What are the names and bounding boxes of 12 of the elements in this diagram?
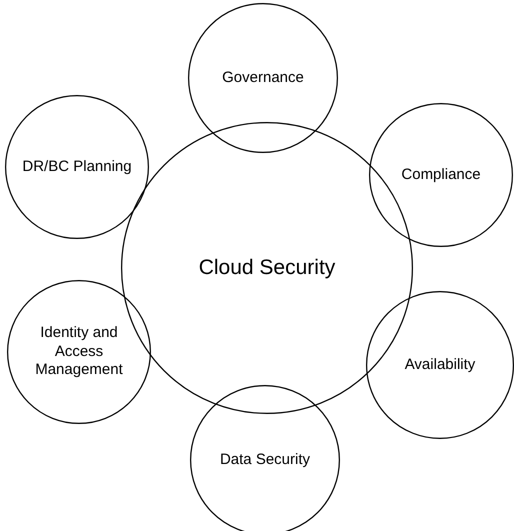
topic-label: Identity and Access Management: [34, 324, 124, 380]
topic-label: Compliance: [401, 166, 481, 184]
topic-circle: [7, 280, 151, 424]
topic-label: Governance: [222, 68, 304, 88]
topic-circle: [188, 3, 338, 153]
topic-label: Data Security: [220, 450, 310, 470]
topic-circle: [5, 95, 149, 239]
topic-label: DR/BC Planning: [22, 158, 132, 176]
topic-label: Availability: [404, 356, 476, 374]
topic-circle: [369, 103, 513, 247]
topic-circle: [366, 291, 514, 439]
topic-label: Cloud Security: [198, 254, 336, 281]
